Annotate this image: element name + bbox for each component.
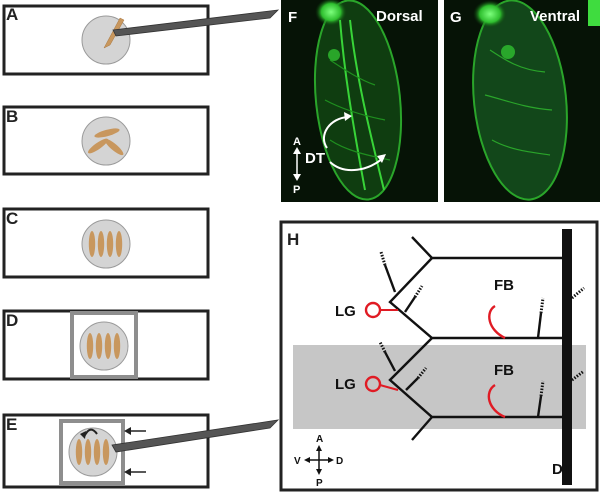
larva-gfp-body	[472, 0, 568, 201]
panel-label-b: B	[6, 107, 18, 126]
rotate-arrowhead	[80, 431, 86, 439]
larva	[97, 231, 105, 257]
panel-label-a: A	[6, 5, 18, 24]
dorsal-trunk-left	[339, 19, 366, 191]
gfp-spot	[501, 45, 515, 59]
panel-d: D	[2, 309, 210, 381]
larva	[95, 333, 103, 359]
panel-label-f: F	[288, 9, 297, 26]
compass-a: A	[316, 434, 323, 445]
compass-d: D	[336, 456, 343, 467]
larva	[104, 138, 124, 156]
larva	[106, 231, 114, 257]
gfp-head-glow	[473, 0, 507, 28]
forceps-icon	[112, 9, 280, 37]
panel-label-d: D	[6, 311, 18, 330]
trachea-branch	[405, 377, 419, 391]
press-arrowhead	[124, 427, 131, 435]
lymph-gland	[364, 301, 382, 319]
lymph-gland-stalk	[379, 384, 399, 391]
axis-a-label: A	[293, 136, 301, 148]
fat-body	[487, 383, 506, 419]
trachea-branch	[383, 351, 397, 372]
trachea-branch	[536, 312, 543, 339]
larva	[88, 231, 96, 257]
lymph-gland	[364, 375, 382, 393]
larva	[103, 17, 125, 49]
larva	[86, 333, 94, 359]
panel-label-g: G	[450, 9, 462, 26]
trachea-branch	[404, 296, 416, 313]
compass-icon	[304, 445, 334, 475]
view-label-ventral: Ventral	[530, 8, 580, 25]
fb-label-upper: FB	[494, 277, 514, 294]
dt-arrow-icon	[322, 116, 349, 149]
trachea-branch-dashed	[539, 380, 545, 397]
trachea-branch-dashed	[413, 285, 424, 298]
panel-label-h: H	[287, 230, 299, 249]
larva	[94, 128, 120, 138]
lg-label-upper: LG	[335, 303, 356, 320]
coverslip	[70, 311, 138, 379]
axis-ap-arrowhead	[293, 174, 301, 181]
trachea-branch	[536, 395, 543, 418]
larva	[102, 439, 110, 465]
trachea-branch-dashed	[539, 297, 545, 314]
panel-g: Ventral G	[444, 0, 600, 202]
axis-ap-arrowhead	[293, 147, 301, 154]
trachea-branch-dashed	[571, 369, 585, 382]
view-label-dorsal: Dorsal	[376, 8, 423, 25]
dt-label-schematic: DT	[552, 461, 572, 478]
trachea-branch-dashed	[571, 286, 585, 300]
trachea-upper	[388, 257, 562, 340]
compass-p: P	[316, 478, 323, 489]
panel-label-e: E	[6, 415, 17, 434]
lg-label-lower: LG	[335, 376, 356, 393]
panel-c: C	[2, 207, 210, 279]
fb-label-lower: FB	[494, 362, 514, 379]
axis-p-label: P	[293, 184, 300, 196]
gfp-spot	[328, 49, 340, 61]
dish	[81, 15, 131, 65]
larva	[113, 333, 121, 359]
larva	[88, 138, 108, 154]
larva	[115, 231, 123, 257]
press-arrowhead	[124, 468, 131, 476]
dt-arrowhead	[344, 112, 352, 121]
dt-arrowhead	[377, 154, 386, 163]
dorsal-trunk-bar	[562, 229, 572, 485]
panel-f: A P DT Dorsal F	[281, 0, 438, 202]
compass-v: V	[294, 456, 301, 467]
trachea-branch-dashed	[416, 367, 428, 379]
gfp-corner-glow	[588, 0, 600, 26]
coverslip	[59, 419, 125, 485]
panel-label-c: C	[6, 209, 18, 228]
panel-e: E	[2, 413, 280, 489]
dorsal-trunk-right	[349, 19, 385, 191]
trachea-branch	[383, 264, 397, 293]
dt-arrow-icon	[329, 157, 384, 172]
panel-a: A	[2, 4, 280, 76]
dt-label: DT	[305, 150, 325, 167]
trachea-branch-dashed	[378, 341, 387, 353]
trachea-branch	[411, 416, 433, 441]
panel-b: B	[2, 105, 210, 176]
forceps-icon	[111, 419, 280, 453]
panel-h: LG FB LG FB DT A P V D H	[279, 220, 599, 492]
larva	[75, 439, 83, 465]
trachea-branch	[484, 49, 553, 156]
larva	[93, 439, 101, 465]
larva	[104, 333, 112, 359]
gfp-head-glow	[315, 0, 347, 26]
larva	[84, 439, 92, 465]
fat-body	[488, 304, 506, 340]
trachea-lower	[388, 337, 562, 419]
trachea-branch-dashed	[379, 251, 387, 266]
